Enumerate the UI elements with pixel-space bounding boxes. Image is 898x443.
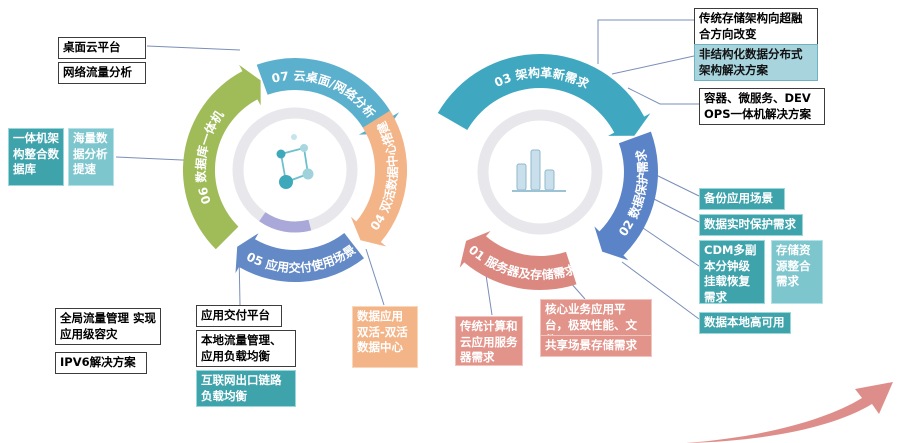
label-desktop-cloud: 桌面云平台 <box>58 37 146 59</box>
label-cdm: CDM多副本分钟级挂载恢复需求 <box>699 240 765 304</box>
molecule-icon <box>276 134 314 189</box>
label-hyperconverged: 传统存储架构向超融合方向改变 <box>694 8 818 46</box>
label-internet-link: 互联网出口链路负载均衡 <box>196 370 296 408</box>
label-app-delivery: 应用交付平台 <box>196 305 282 327</box>
label-mass-data: 海量数据分析提速 <box>68 128 114 186</box>
ring-segment-05 <box>235 233 364 283</box>
label-global-traffic: 全局流量管理 实现应用级容灾 <box>55 308 161 346</box>
label-backup-scenario: 备份应用场景 <box>699 188 785 210</box>
label-shared-storage: 共享场景存储需求 <box>540 335 652 357</box>
right-hub <box>477 109 603 235</box>
label-local-traffic: 本地流量管理、应用负载均衡 <box>196 330 296 368</box>
ring-segment-06 <box>182 64 261 250</box>
label-dual-active: 数据应用双活-双活数据中心 <box>352 306 418 368</box>
label-traditional-compute: 传统计算和云应用服务器需求 <box>455 316 523 366</box>
label-network-traffic: 网络流量分析 <box>58 62 146 84</box>
ring-segment-01 <box>459 231 577 290</box>
decor-swoosh <box>686 382 893 443</box>
ring-segment-07 <box>256 58 400 135</box>
ring-segment-04 <box>350 110 408 247</box>
ring-segment-02 <box>594 131 659 261</box>
label-aio-database: 一体机架构整合数据库 <box>8 128 64 186</box>
ring-segment-03 <box>437 53 651 136</box>
label-ipv6: IPV6解决方案 <box>55 352 147 374</box>
left-hub <box>232 107 358 233</box>
label-container-devops: 容器、微服务、DEVOPS一体机解决方案 <box>699 88 825 126</box>
connector-lines <box>115 19 700 320</box>
label-realtime-protection: 数据实时保护需求 <box>699 214 803 236</box>
label-unstructured: 非结构化数据分布式架构解决方案 <box>694 44 818 82</box>
label-storage-consolidation: 存储资源整合需求 <box>771 240 823 304</box>
label-local-ha: 数据本地高可用 <box>699 312 791 334</box>
bar-chart-icon <box>512 149 566 192</box>
